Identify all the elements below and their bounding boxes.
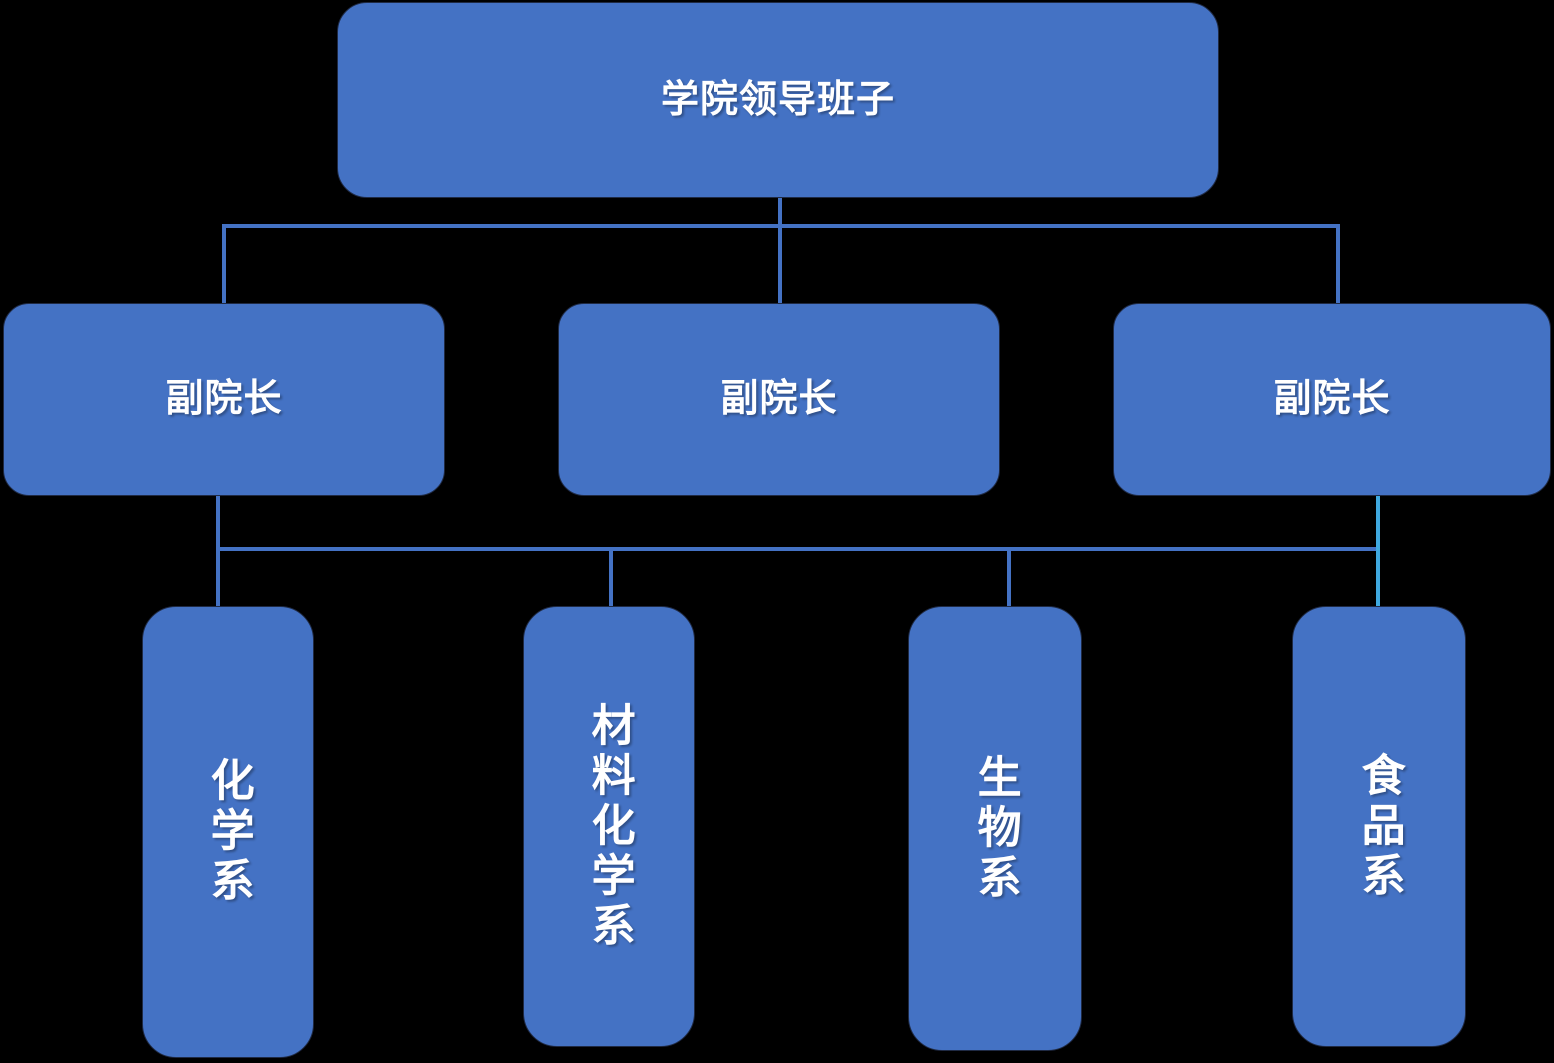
connector-to-vicedean-2 bbox=[778, 224, 782, 306]
node-label: 化学系 bbox=[203, 757, 253, 907]
node-label: 材料化学系 bbox=[584, 701, 634, 952]
node-vice-dean-2[interactable]: 副院长 bbox=[558, 303, 1000, 496]
node-vice-dean-3[interactable]: 副院长 bbox=[1113, 303, 1551, 496]
connector-to-dept-materials-chemistry bbox=[609, 547, 613, 607]
node-department-biology[interactable]: 生物系 bbox=[908, 606, 1082, 1051]
node-label: 学院领导班子 bbox=[660, 78, 895, 121]
node-department-materials-chemistry[interactable]: 材料化学系 bbox=[523, 606, 695, 1047]
node-department-chemistry[interactable]: 化学系 bbox=[142, 606, 314, 1058]
node-label: 副院长 bbox=[165, 378, 283, 421]
node-label: 副院长 bbox=[720, 378, 838, 421]
node-label: 食品系 bbox=[1354, 751, 1404, 902]
node-label: 生物系 bbox=[970, 753, 1020, 904]
connector-vicedean3-to-dept-food bbox=[1376, 493, 1380, 607]
connector-to-dept-biology bbox=[1007, 547, 1011, 607]
connector-level2-bus bbox=[216, 547, 1380, 551]
connector-to-vicedean-1 bbox=[222, 224, 226, 306]
node-vice-dean-1[interactable]: 副院长 bbox=[3, 303, 445, 496]
node-department-food[interactable]: 食品系 bbox=[1292, 606, 1466, 1047]
connector-to-vicedean-3 bbox=[1336, 224, 1340, 306]
node-label: 副院长 bbox=[1273, 378, 1391, 421]
connector-root-stem bbox=[778, 196, 782, 228]
node-college-leadership[interactable]: 学院领导班子 bbox=[337, 2, 1219, 198]
